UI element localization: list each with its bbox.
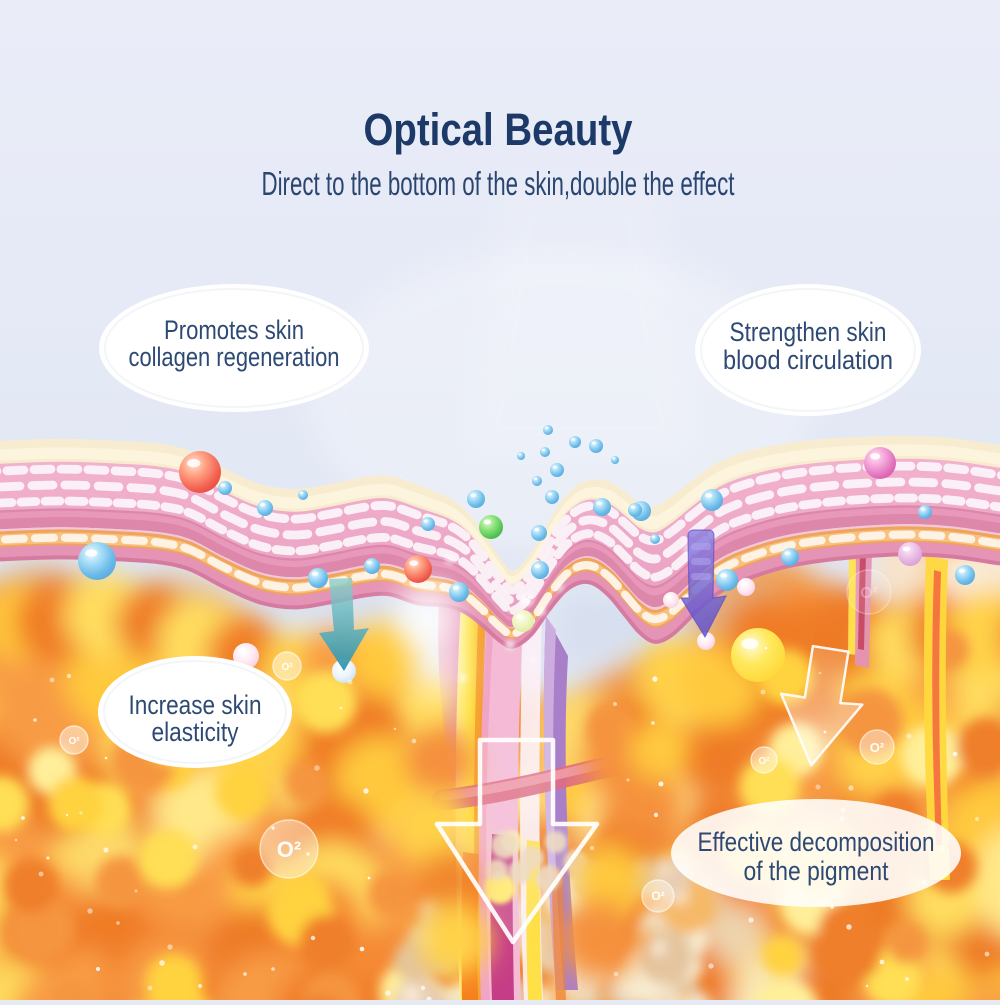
- svg-text:O²: O²: [651, 889, 664, 903]
- svg-text:elasticity: elasticity: [152, 717, 239, 747]
- svg-text:O²: O²: [758, 756, 770, 767]
- svg-text:Optical Beauty: Optical Beauty: [364, 104, 633, 155]
- svg-text:O²: O²: [870, 740, 885, 755]
- svg-text:of the pigment: of the pigment: [744, 856, 889, 886]
- svg-text:Increase skin: Increase skin: [129, 690, 262, 720]
- svg-text:O²: O²: [860, 585, 878, 602]
- svg-text:O²: O²: [277, 837, 301, 862]
- svg-text:Promotes skin: Promotes skin: [164, 315, 304, 345]
- svg-text:O²: O²: [68, 736, 80, 747]
- svg-text:Direct to the bottom of the sk: Direct to the bottom of the skin,double …: [262, 165, 735, 202]
- svg-text:collagen regeneration: collagen regeneration: [129, 342, 340, 372]
- svg-text:blood circulation: blood circulation: [723, 345, 893, 375]
- svg-text:O²: O²: [281, 662, 293, 673]
- svg-text:Strengthen skin: Strengthen skin: [730, 317, 887, 347]
- svg-text:Effective decomposition: Effective decomposition: [698, 827, 935, 857]
